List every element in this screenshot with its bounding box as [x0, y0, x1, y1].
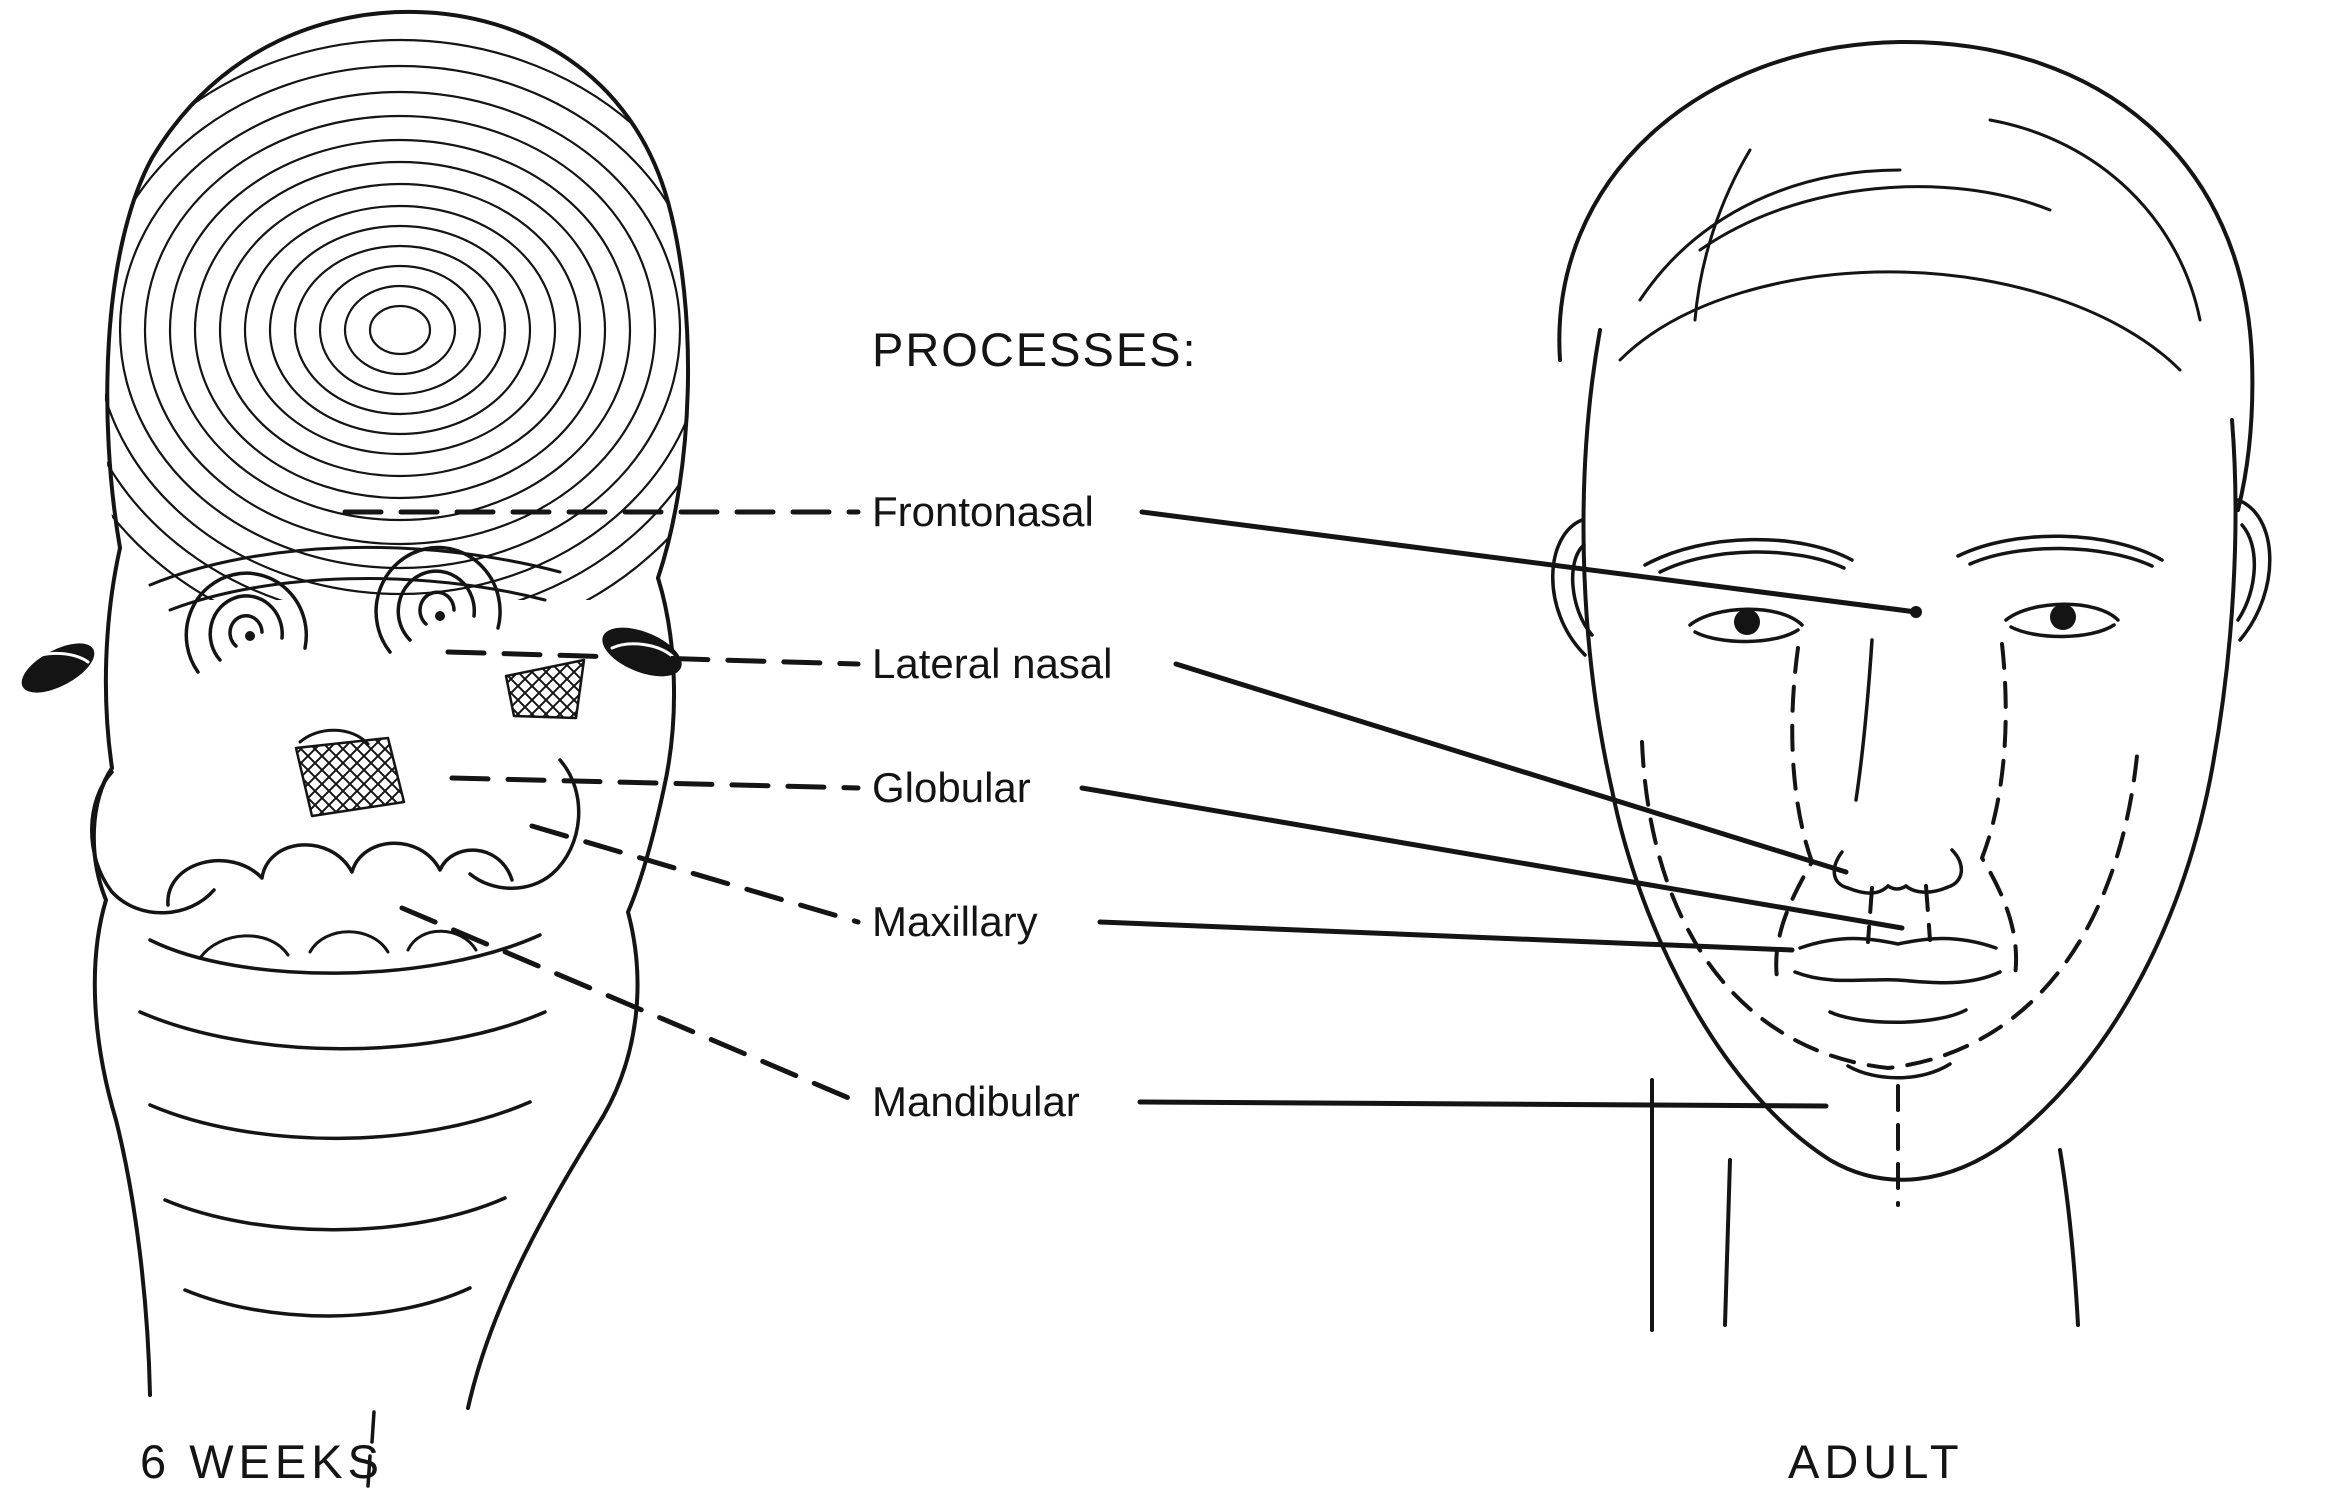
- leader-mandibular-solid: [1137, 1099, 1829, 1109]
- leader-frontonasal-endpoint: [1910, 606, 1922, 618]
- adult-right-ear: [2236, 498, 2272, 642]
- adult-left-ear: [1551, 518, 1594, 657]
- adult-right-eye: [2004, 602, 2120, 639]
- label-lateral-nasal: Lateral nasal: [872, 640, 1113, 687]
- embryo-right-nasal-pit: [374, 545, 502, 654]
- adult-mouth: [1793, 936, 2002, 1024]
- embryo-globular-bump: [298, 728, 370, 746]
- embryo-mandibular-bumps: [166, 841, 514, 907]
- caption-adult: ADULT: [1788, 1435, 1964, 1488]
- embryo-brow-ridge: [148, 545, 562, 587]
- adult-left-eye: [1688, 607, 1804, 644]
- leader-globular-dashed: [449, 775, 861, 791]
- adult-neck: [1650, 1078, 2080, 1332]
- embryo-left-cheek-blob: [90, 770, 216, 915]
- embryo-left-nasal-pit: [184, 571, 309, 674]
- adult-process-boundaries: [1640, 642, 2140, 1207]
- leader-globular-solid: [1079, 785, 1905, 931]
- adult-hair-strokes: [1618, 118, 2202, 372]
- embryo-lateral-hatch: [504, 658, 586, 720]
- embryo-neck-folds: [138, 1010, 547, 1318]
- leader-maxillary-dashed: [529, 823, 861, 925]
- processes-heading: PROCESSES:: [872, 323, 1198, 376]
- embryo-right-silhouette: [466, 576, 676, 1410]
- adult-face-drawing: [1551, 39, 2272, 1332]
- embryo-right-maxillary-blob: [468, 758, 581, 890]
- leader-maxillary-solid: [1097, 919, 1795, 953]
- adult-hair-outline: [1557, 39, 2255, 512]
- adult-eyebrows: [1643, 534, 2164, 574]
- embryo-dome-hatching: [104, 11, 689, 601]
- leader-frontonasal-solid: [1139, 509, 1919, 615]
- adult-nose: [1832, 638, 1963, 895]
- label-frontonasal: Frontonasal: [872, 488, 1094, 535]
- leader-lines-dashed: [342, 509, 861, 1105]
- embryo-right-eye: [602, 627, 682, 677]
- adult-chin-crease: [1846, 1062, 1952, 1080]
- embryo-mandibular-bumps-2: [198, 929, 478, 960]
- embryo-arch-line: [148, 933, 542, 975]
- leader-lateral-nasal-solid: [1173, 661, 1849, 875]
- embryo-stomodeum-hatch: [294, 736, 406, 818]
- label-mandibular: Mandibular: [872, 1078, 1080, 1125]
- embryo-brow-ridge-2: [168, 576, 547, 612]
- embryo-left-eye: [21, 643, 95, 693]
- leader-mandibular-dashed: [399, 905, 861, 1105]
- leader-lateral-nasal-dashed: [445, 649, 861, 667]
- leader-lines-solid: [1079, 509, 1922, 1109]
- embryo-left-silhouette: [91, 546, 152, 1397]
- label-maxillary: Maxillary: [872, 898, 1038, 945]
- embryo-drawing: [21, 9, 691, 1488]
- caption-six-weeks: 6 WEEKS: [140, 1435, 384, 1488]
- embryo-midline-dashes: [366, 1410, 376, 1488]
- label-globular: Globular: [872, 764, 1031, 811]
